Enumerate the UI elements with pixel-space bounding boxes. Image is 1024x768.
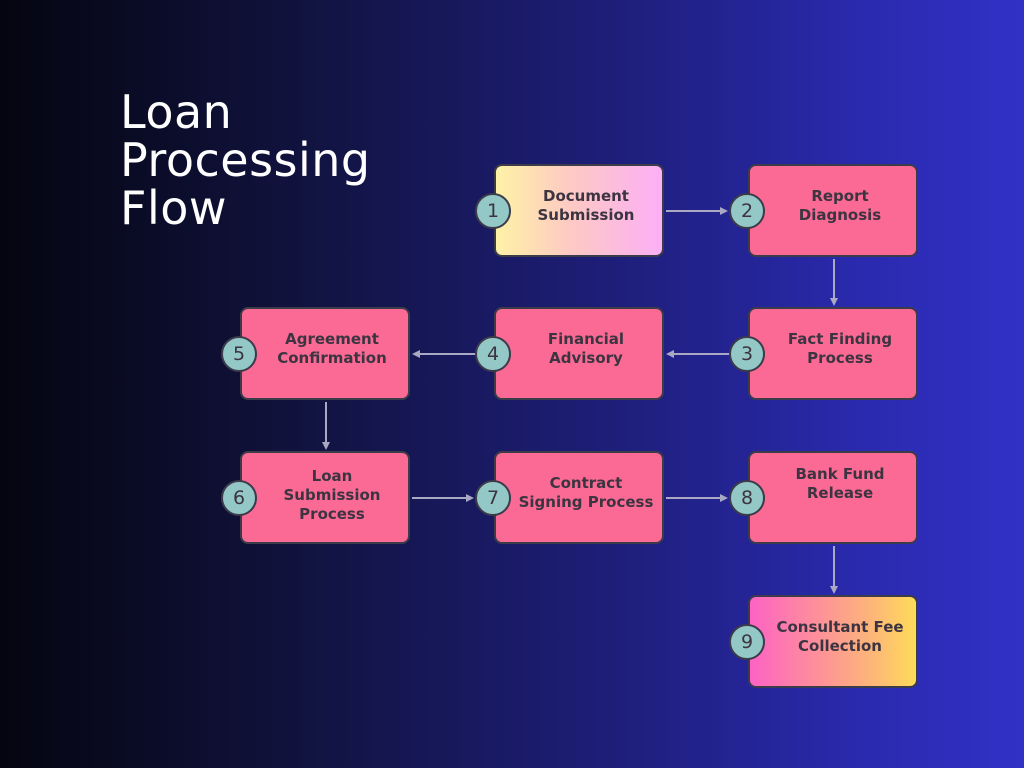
step-node-4[interactable]: Financial Advisory <box>494 307 664 400</box>
step-number-badge: 4 <box>475 336 511 372</box>
step-number-badge: 5 <box>221 336 257 372</box>
step-label: Financial Advisory <box>547 329 625 367</box>
step-label: Consultant Fee Collection <box>776 617 904 655</box>
title-line-1: Loan <box>120 85 233 139</box>
step-label: Fact Finding Process <box>787 329 893 367</box>
step-node-8[interactable]: Bank Fund Release <box>748 451 918 544</box>
step-node-3[interactable]: Fact Finding Process <box>748 307 918 400</box>
title-line-3: Flow <box>120 181 228 235</box>
step-node-7[interactable]: Contract Signing Process <box>494 451 664 544</box>
step-number-badge: 6 <box>221 480 257 516</box>
step-node-1[interactable]: Document Submission <box>494 164 664 257</box>
step-number-badge: 3 <box>729 336 765 372</box>
step-node-2[interactable]: Report Diagnosis <box>748 164 918 257</box>
step-label: Agreement Confirmation <box>277 329 387 367</box>
step-number-badge: 9 <box>729 624 765 660</box>
step-number-badge: 8 <box>729 480 765 516</box>
step-label: Contract Signing Process <box>518 473 654 511</box>
step-node-6[interactable]: Loan Submission Process <box>240 451 410 544</box>
step-number-badge: 7 <box>475 480 511 516</box>
step-node-5[interactable]: Agreement Confirmation <box>240 307 410 400</box>
diagram-title: Loan Processing Flow <box>120 88 371 232</box>
step-number-badge: 2 <box>729 193 765 229</box>
step-label: Bank Fund Release <box>795 464 885 502</box>
step-label: Loan Submission Process <box>283 467 381 523</box>
step-label: Document Submission <box>537 186 635 224</box>
step-node-9[interactable]: Consultant Fee Collection <box>748 595 918 688</box>
step-number-badge: 1 <box>475 193 511 229</box>
step-label: Report Diagnosis <box>798 186 882 224</box>
title-line-2: Processing <box>120 133 371 187</box>
